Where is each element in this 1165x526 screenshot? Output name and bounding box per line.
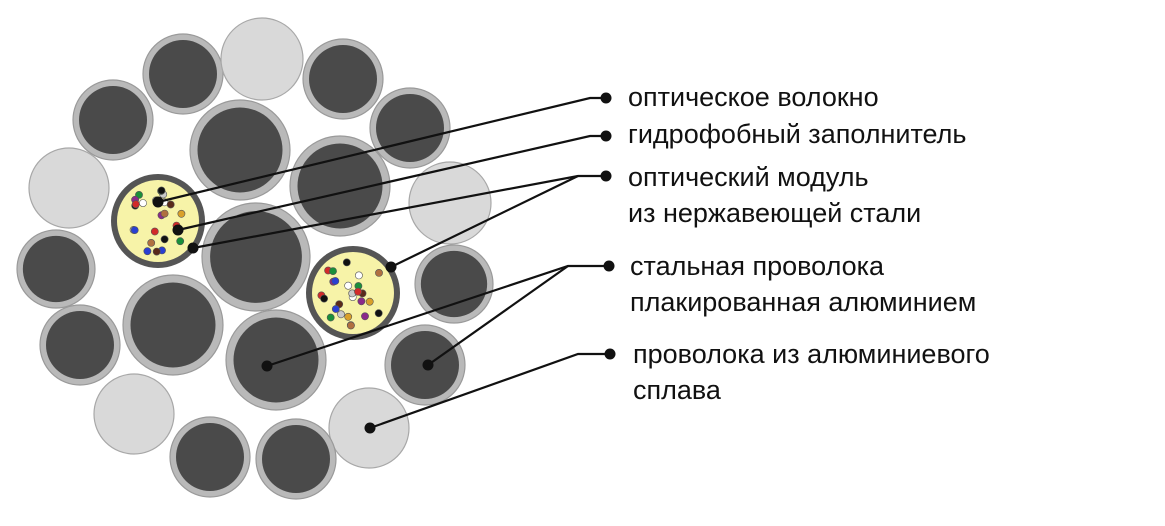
optical-fiber: [130, 226, 139, 234]
leader-dot: [600, 130, 612, 142]
leader-dot: [364, 422, 376, 434]
wire-layers: [16, 17, 494, 500]
optical-fiber: [152, 247, 161, 256]
leader-alloy-wire: [369, 352, 610, 430]
leader-lines: [152, 92, 616, 434]
label-hydrophobic-filler: гидрофобный заполнитель: [628, 119, 967, 149]
optical-fiber: [337, 310, 345, 319]
steel-wire-core: [376, 94, 444, 162]
optical-fiber: [344, 312, 353, 321]
optical-fiber: [166, 200, 175, 209]
optical-fiber: [143, 247, 152, 256]
optical-fiber: [354, 271, 363, 280]
label-optical-module: оптический модуль: [628, 162, 869, 192]
optical-fiber: [329, 267, 337, 275]
optical-modules: [111, 174, 400, 340]
label-optical-module-line2: из нержавеющей стали: [628, 198, 922, 228]
optical-fiber: [354, 287, 362, 296]
optical-fiber: [331, 277, 340, 285]
steel-wire-core: [197, 107, 283, 193]
leader-dot: [600, 170, 612, 182]
leader-dot: [422, 359, 434, 371]
steel-wire-core: [297, 143, 383, 229]
steel-wire-core: [233, 317, 319, 403]
optical-fiber: [342, 258, 351, 267]
label-alloy-wire-line2: сплава: [633, 375, 721, 405]
optical-fiber: [176, 237, 185, 246]
leader-dot: [152, 196, 164, 208]
label-steel-wire: стальная проволока: [630, 251, 885, 281]
optical-fiber: [160, 209, 169, 218]
optical-module: [306, 246, 400, 340]
optical-module: [111, 174, 205, 268]
optical-fiber: [320, 294, 328, 303]
steel-wire-core: [309, 45, 377, 113]
leader-dot: [600, 92, 612, 104]
optical-fiber: [326, 313, 335, 322]
optical-fiber: [346, 321, 355, 330]
steel-wire-core: [46, 311, 114, 379]
leader-dot: [604, 348, 616, 360]
optical-fiber: [139, 199, 147, 207]
leader-dot: [603, 260, 615, 272]
optical-fiber: [131, 200, 140, 209]
optical-fiber: [177, 209, 186, 218]
optical-fiber: [160, 235, 169, 244]
optical-fiber: [150, 227, 159, 236]
optical-fiber: [331, 305, 340, 313]
optical-fiber: [357, 297, 366, 306]
steel-wire-core: [176, 423, 244, 491]
aluminum-alloy-wire: [28, 147, 110, 229]
aluminum-alloy-wire: [93, 373, 175, 455]
leader-dot: [187, 242, 199, 254]
steel-wire-core: [79, 86, 147, 154]
optical-fiber: [344, 281, 353, 290]
steel-wire-core: [420, 250, 488, 318]
optical-fiber: [157, 186, 166, 195]
leader-dot: [261, 360, 273, 372]
optical-fiber: [374, 309, 383, 318]
label-optical-fiber: оптическое волокно: [628, 82, 879, 112]
label-alloy-wire: проволока из алюминиевого: [633, 339, 990, 369]
optical-fiber: [147, 238, 156, 247]
label-steel-wire-line2: плакированная алюминием: [630, 287, 977, 317]
optical-fiber: [361, 312, 369, 321]
steel-wire-core: [149, 40, 217, 108]
aluminum-alloy-wire: [408, 161, 492, 245]
steel-wire-core: [262, 425, 330, 493]
leader-dot: [385, 261, 397, 273]
leader-optical-module-branch: [390, 175, 579, 268]
leader-steel-wire-branch: [427, 265, 569, 366]
leader-dot: [172, 224, 184, 236]
steel-wire-core: [22, 235, 90, 303]
steel-wire-core: [130, 282, 216, 368]
optical-fiber: [375, 268, 383, 277]
steel-wire-core: [210, 211, 302, 303]
optical-fiber: [365, 297, 374, 306]
aluminum-alloy-wire: [220, 17, 304, 101]
